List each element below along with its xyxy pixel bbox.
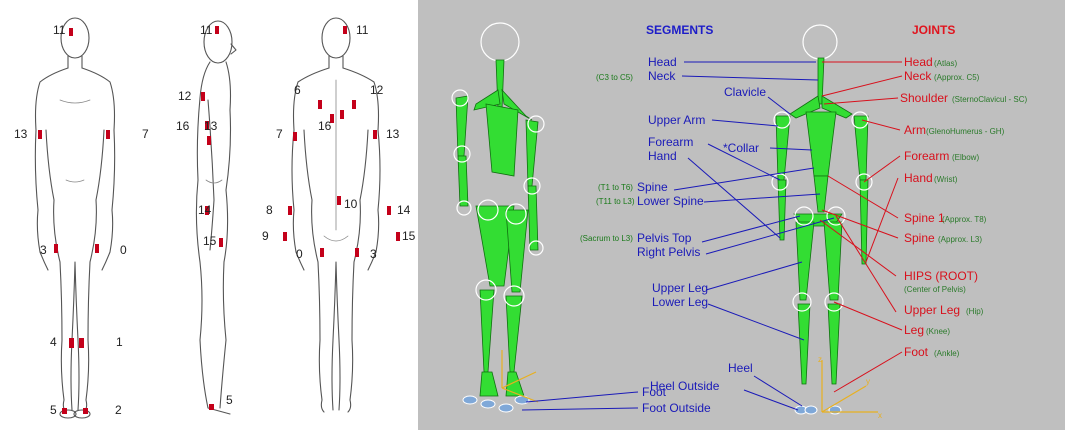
back-body-outline	[292, 18, 380, 412]
side-marker-12: 12	[178, 89, 192, 103]
segment-clavicle: Clavicle	[724, 85, 766, 99]
back-marker-8: 8	[266, 203, 273, 217]
joint-spine-1-ref: (Approx. T8)	[942, 215, 987, 224]
joint-hand-ref: (Wrist)	[934, 175, 958, 184]
x-axis-label: x	[878, 411, 882, 420]
y-axis-label: y	[866, 377, 870, 386]
segments-header: SEGMENTS	[646, 23, 713, 37]
joint-head: Head	[904, 55, 933, 69]
joint-head-ref: (Atlas)	[934, 59, 957, 68]
marker-numbers: 11 13 7 3 0 4 1 5 2 11 12 16 13 14 15 5 …	[14, 23, 416, 417]
side-marker-15: 15	[203, 234, 217, 248]
front-marker-3: 3	[40, 243, 47, 257]
segment-collar: *Collar	[723, 141, 759, 155]
side-marker-5: 5	[226, 393, 233, 407]
segment-upper-leg: Upper Leg	[652, 281, 708, 295]
joint-hips-root-ref: (Center of Pelvis)	[904, 285, 966, 294]
segment-lower-spine-range: (T11 to L3)	[596, 197, 635, 206]
segment-spine: Spine	[637, 180, 668, 194]
skeleton-diagram-panel: z y x SEGMENTS JOINTS	[418, 0, 1065, 430]
back-marker-9: 9	[262, 229, 269, 243]
back-marker-3: 3	[370, 247, 377, 261]
segment-neck-range: (C3 to C5)	[596, 73, 633, 82]
joint-shoulder: Shoulder	[900, 91, 948, 105]
joint-arm: Arm	[904, 123, 926, 137]
z-axis-label: z	[818, 355, 822, 364]
joint-foot: Foot	[904, 345, 929, 359]
back-marker-16: 16	[318, 119, 332, 133]
joint-foot-ref: (Ankle)	[934, 349, 960, 358]
joint-labels: Head (Atlas) Neck (Approx. C5) Shoulder …	[900, 55, 1027, 359]
joint-leg: Leg	[904, 323, 924, 337]
joint-leg-ref: (Knee)	[926, 327, 950, 336]
segment-upper-arm: Upper Arm	[648, 113, 705, 127]
joint-spine: Spine	[904, 231, 935, 245]
front-marker-0: 0	[120, 243, 127, 257]
back-marker-13: 13	[386, 127, 400, 141]
segment-pelvis-top-range: (Sacrum to L3)	[580, 234, 633, 243]
front-marker-2: 2	[115, 403, 122, 417]
back-marker-14: 14	[397, 203, 411, 217]
skeleton-diagram: z y x SEGMENTS JOINTS	[418, 0, 1065, 430]
segment-lower-leg: Lower Leg	[652, 295, 708, 309]
back-marker-11: 11	[356, 23, 369, 37]
segment-right-pelvis: Right Pelvis	[637, 245, 700, 259]
segment-forearm: Forearm	[648, 135, 693, 149]
front-marker-7: 7	[142, 127, 149, 141]
joint-neck-ref: (Approx. C5)	[934, 73, 980, 82]
front-marker-4: 4	[50, 335, 57, 349]
side-marker-16: 16	[176, 119, 190, 133]
marker-pads	[38, 26, 400, 414]
side-body-outline	[196, 21, 236, 414]
body-outlines: 11 13 7 3 0 4 1 5 2 11 12 16 13 14 15 5 …	[0, 0, 418, 430]
joint-forearm-ref: (Elbow)	[952, 153, 979, 162]
segment-spine-range: (T1 to T6)	[598, 183, 633, 192]
segment-pelvis-top: Pelvis Top	[637, 231, 692, 245]
segment-head: Head	[648, 55, 677, 69]
joint-neck: Neck	[904, 69, 932, 83]
segment-foot: Foot	[642, 385, 667, 399]
side-marker-11: 11	[200, 23, 213, 37]
joints-header: JOINTS	[912, 23, 955, 37]
front-body-outline	[35, 18, 114, 418]
back-marker-6: 6	[294, 83, 301, 97]
segment-heel: Heel	[728, 361, 753, 375]
back-marker-7: 7	[276, 127, 283, 141]
segment-foot-outside: Foot Outside	[642, 401, 711, 415]
joint-upper-leg: Upper Leg	[904, 303, 960, 317]
joint-hips-root: HIPS (ROOT)	[904, 269, 978, 283]
segment-neck: Neck	[648, 69, 676, 83]
joint-spine-1: Spine 1	[904, 211, 945, 225]
front-marker-5: 5	[50, 403, 57, 417]
joint-arm-ref: (GlenoHumerus - GH)	[926, 127, 1005, 136]
segment-hand: Hand	[648, 149, 677, 163]
side-marker-14: 14	[198, 203, 212, 217]
front-marker-11: 11	[53, 23, 66, 37]
back-marker-12: 12	[370, 83, 384, 97]
back-marker-0: 0	[296, 247, 303, 261]
joint-forearm: Forearm	[904, 149, 949, 163]
front-marker-1: 1	[116, 335, 123, 349]
joint-upper-leg-ref: (Hip)	[966, 307, 984, 316]
back-marker-10: 10	[344, 197, 358, 211]
joint-shoulder-ref: (SternoClavicul - SC)	[952, 95, 1027, 104]
segment-lower-spine: Lower Spine	[637, 194, 704, 208]
skeleton-segments-figure	[452, 23, 544, 412]
back-marker-15: 15	[402, 229, 416, 243]
segment-labels: Head (C3 to C5) Neck Clavicle Upper Arm …	[580, 55, 766, 415]
marker-placement-panel: 11 13 7 3 0 4 1 5 2 11 12 16 13 14 15 5 …	[0, 0, 418, 430]
front-marker-13: 13	[14, 127, 28, 141]
joint-hand: Hand	[904, 171, 933, 185]
side-marker-13: 13	[204, 119, 218, 133]
skeleton-joints-figure: z y x	[772, 25, 882, 420]
joint-spine-ref: (Approx. L3)	[938, 235, 982, 244]
